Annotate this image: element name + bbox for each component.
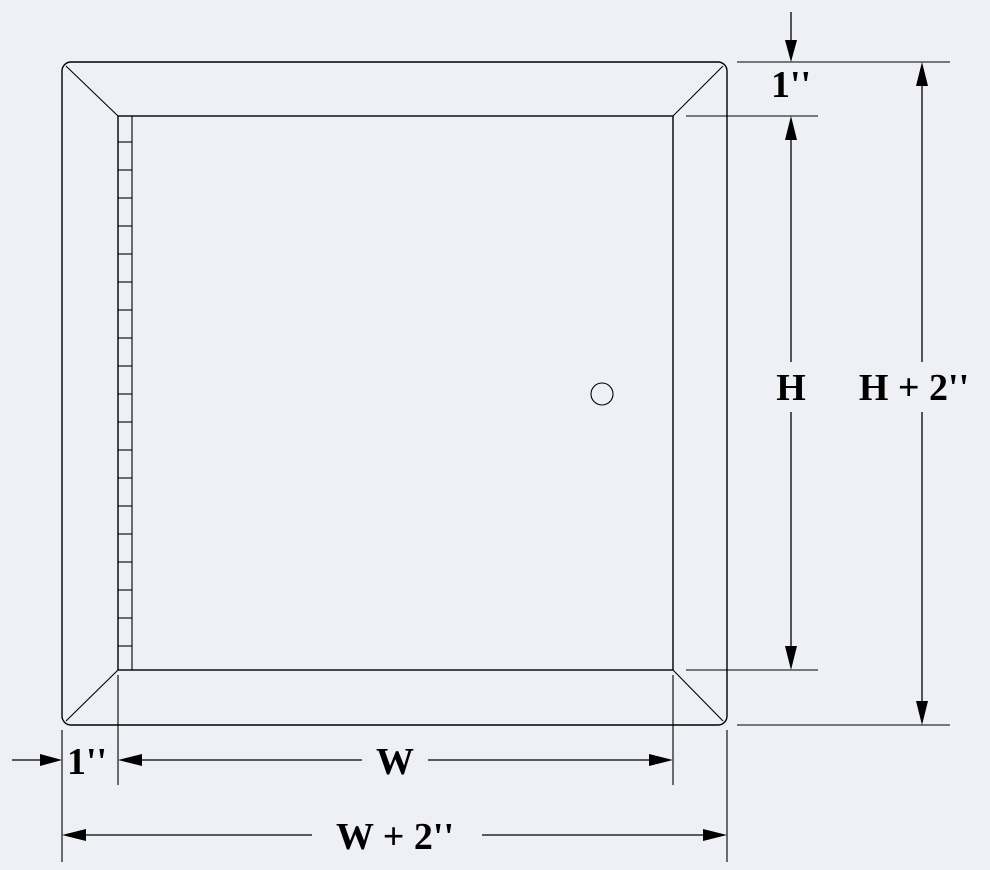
top-offset-dimension: 1''	[686, 12, 950, 117]
outer-frame	[61, 61, 728, 726]
hinge-icon	[118, 116, 133, 670]
left-offset-dimension: 1''	[12, 741, 107, 783]
width-dimension: W	[118, 741, 673, 783]
width-label: W	[376, 741, 414, 783]
latch-icon	[590, 382, 614, 406]
height-label: H	[776, 367, 806, 409]
left-offset-label: 1''	[67, 741, 107, 783]
top-offset-label: 1''	[771, 64, 811, 106]
overall-width-dimension: W + 2''	[62, 816, 727, 858]
frame-miters	[65, 65, 724, 722]
overall-height-dimension: H + 2''	[737, 62, 969, 726]
overall-width-label: W + 2''	[336, 816, 454, 858]
height-dimension: H	[686, 116, 818, 671]
width-extension-lines	[61, 675, 728, 862]
overall-height-label: H + 2''	[859, 367, 969, 409]
door-panel	[117, 115, 674, 671]
